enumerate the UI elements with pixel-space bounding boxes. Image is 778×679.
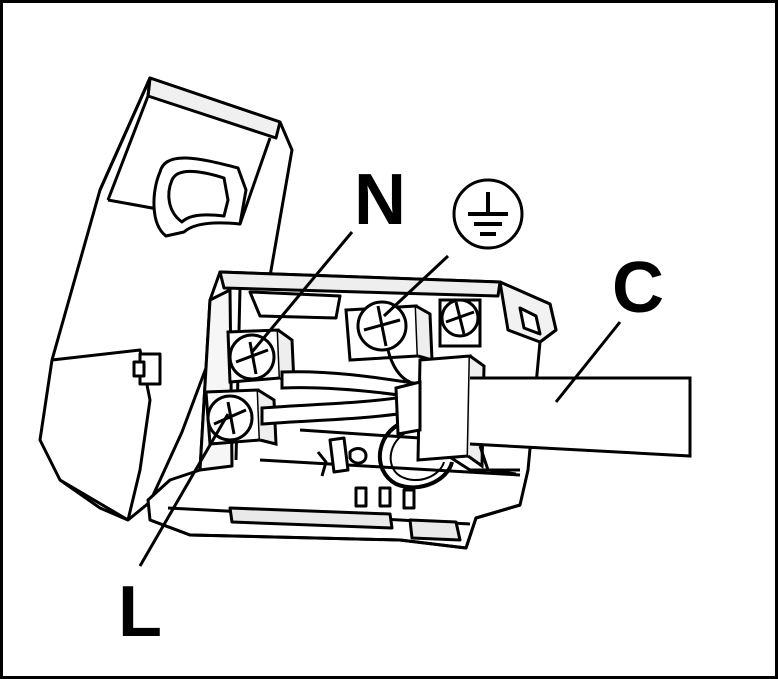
plug-cover — [38, 76, 294, 522]
neutral-label: N — [354, 160, 406, 240]
clamp-screw — [438, 298, 482, 348]
leader-lines — [138, 231, 622, 567]
cable-leader — [554, 321, 622, 403]
live-leader — [138, 413, 230, 567]
earth-leader — [382, 254, 450, 318]
neutral-leader — [250, 231, 354, 353]
earth-terminal — [344, 300, 434, 363]
mains-cable — [469, 376, 692, 476]
earth-ground-icon — [452, 178, 524, 250]
cable-label: C — [612, 248, 664, 328]
internal-wires — [260, 349, 454, 490]
live-label: L — [118, 572, 162, 652]
